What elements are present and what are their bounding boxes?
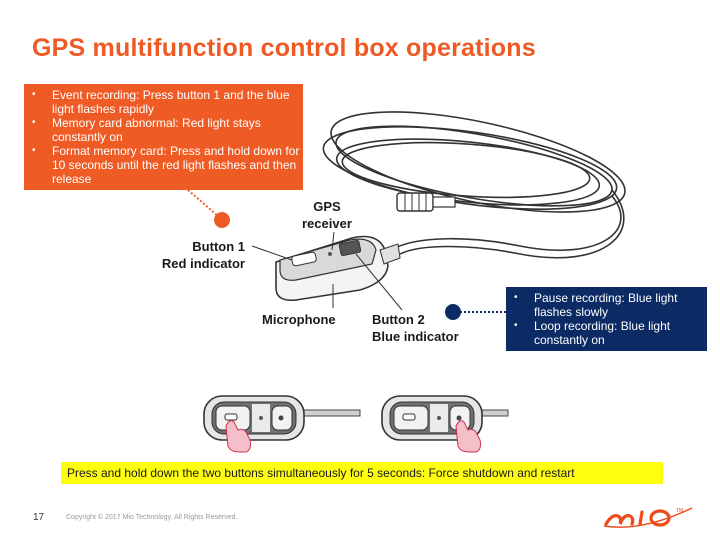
gps-receiver-label: GPS receiver <box>302 198 352 232</box>
button1-label: Button 1 Red indicator <box>140 238 245 272</box>
orange-callout-item: Memory card abnormal: Red light stays co… <box>24 116 303 144</box>
shutdown-note-banner: Press and hold down the two buttons simu… <box>61 462 663 484</box>
orange-callout-item: Event recording: Press button 1 and the … <box>24 88 303 116</box>
control-box <box>275 235 401 302</box>
button2-label: Button 2 Blue indicator <box>372 311 459 345</box>
mio-logo-icon: TM <box>603 507 693 528</box>
orange-callout-box: Event recording: Press button 1 and the … <box>24 84 303 190</box>
blue-callout-box: Pause recording: Blue light flashes slow… <box>506 287 707 351</box>
orange-callout-item: Format memory card: Press and hold down … <box>24 144 303 186</box>
button2-label-line1: Button 2 <box>372 312 425 327</box>
orange-dot-marker <box>214 212 230 228</box>
blue-dot-marker <box>445 304 461 320</box>
page-number: 17 <box>33 512 45 523</box>
cable-plug <box>396 192 456 212</box>
gps-receiver-label-line2: receiver <box>302 216 352 231</box>
button1-label-line2: Red indicator <box>161 256 245 271</box>
bottom-device-left <box>203 395 361 453</box>
microphone-label: Microphone <box>262 312 336 327</box>
button2-label-line2: Blue indicator <box>372 329 459 344</box>
pointer-lines <box>251 231 403 311</box>
svg-text:TM: TM <box>676 508 683 514</box>
blue-callout-item: Pause recording: Blue light flashes slow… <box>506 291 707 319</box>
orange-dotted-connector <box>187 189 219 217</box>
page-title: GPS multifunction control box operations <box>32 34 536 62</box>
gps-receiver-label-line1: GPS <box>313 199 341 214</box>
coiled-cable <box>322 111 626 259</box>
copyright-text: Copyright © 2017 Mio Technology. All Rig… <box>66 514 238 521</box>
blue-callout-item: Loop recording: Blue light constantly on <box>506 319 707 347</box>
button1-label-line1: Button 1 <box>192 239 245 254</box>
bottom-device-right <box>381 395 509 453</box>
